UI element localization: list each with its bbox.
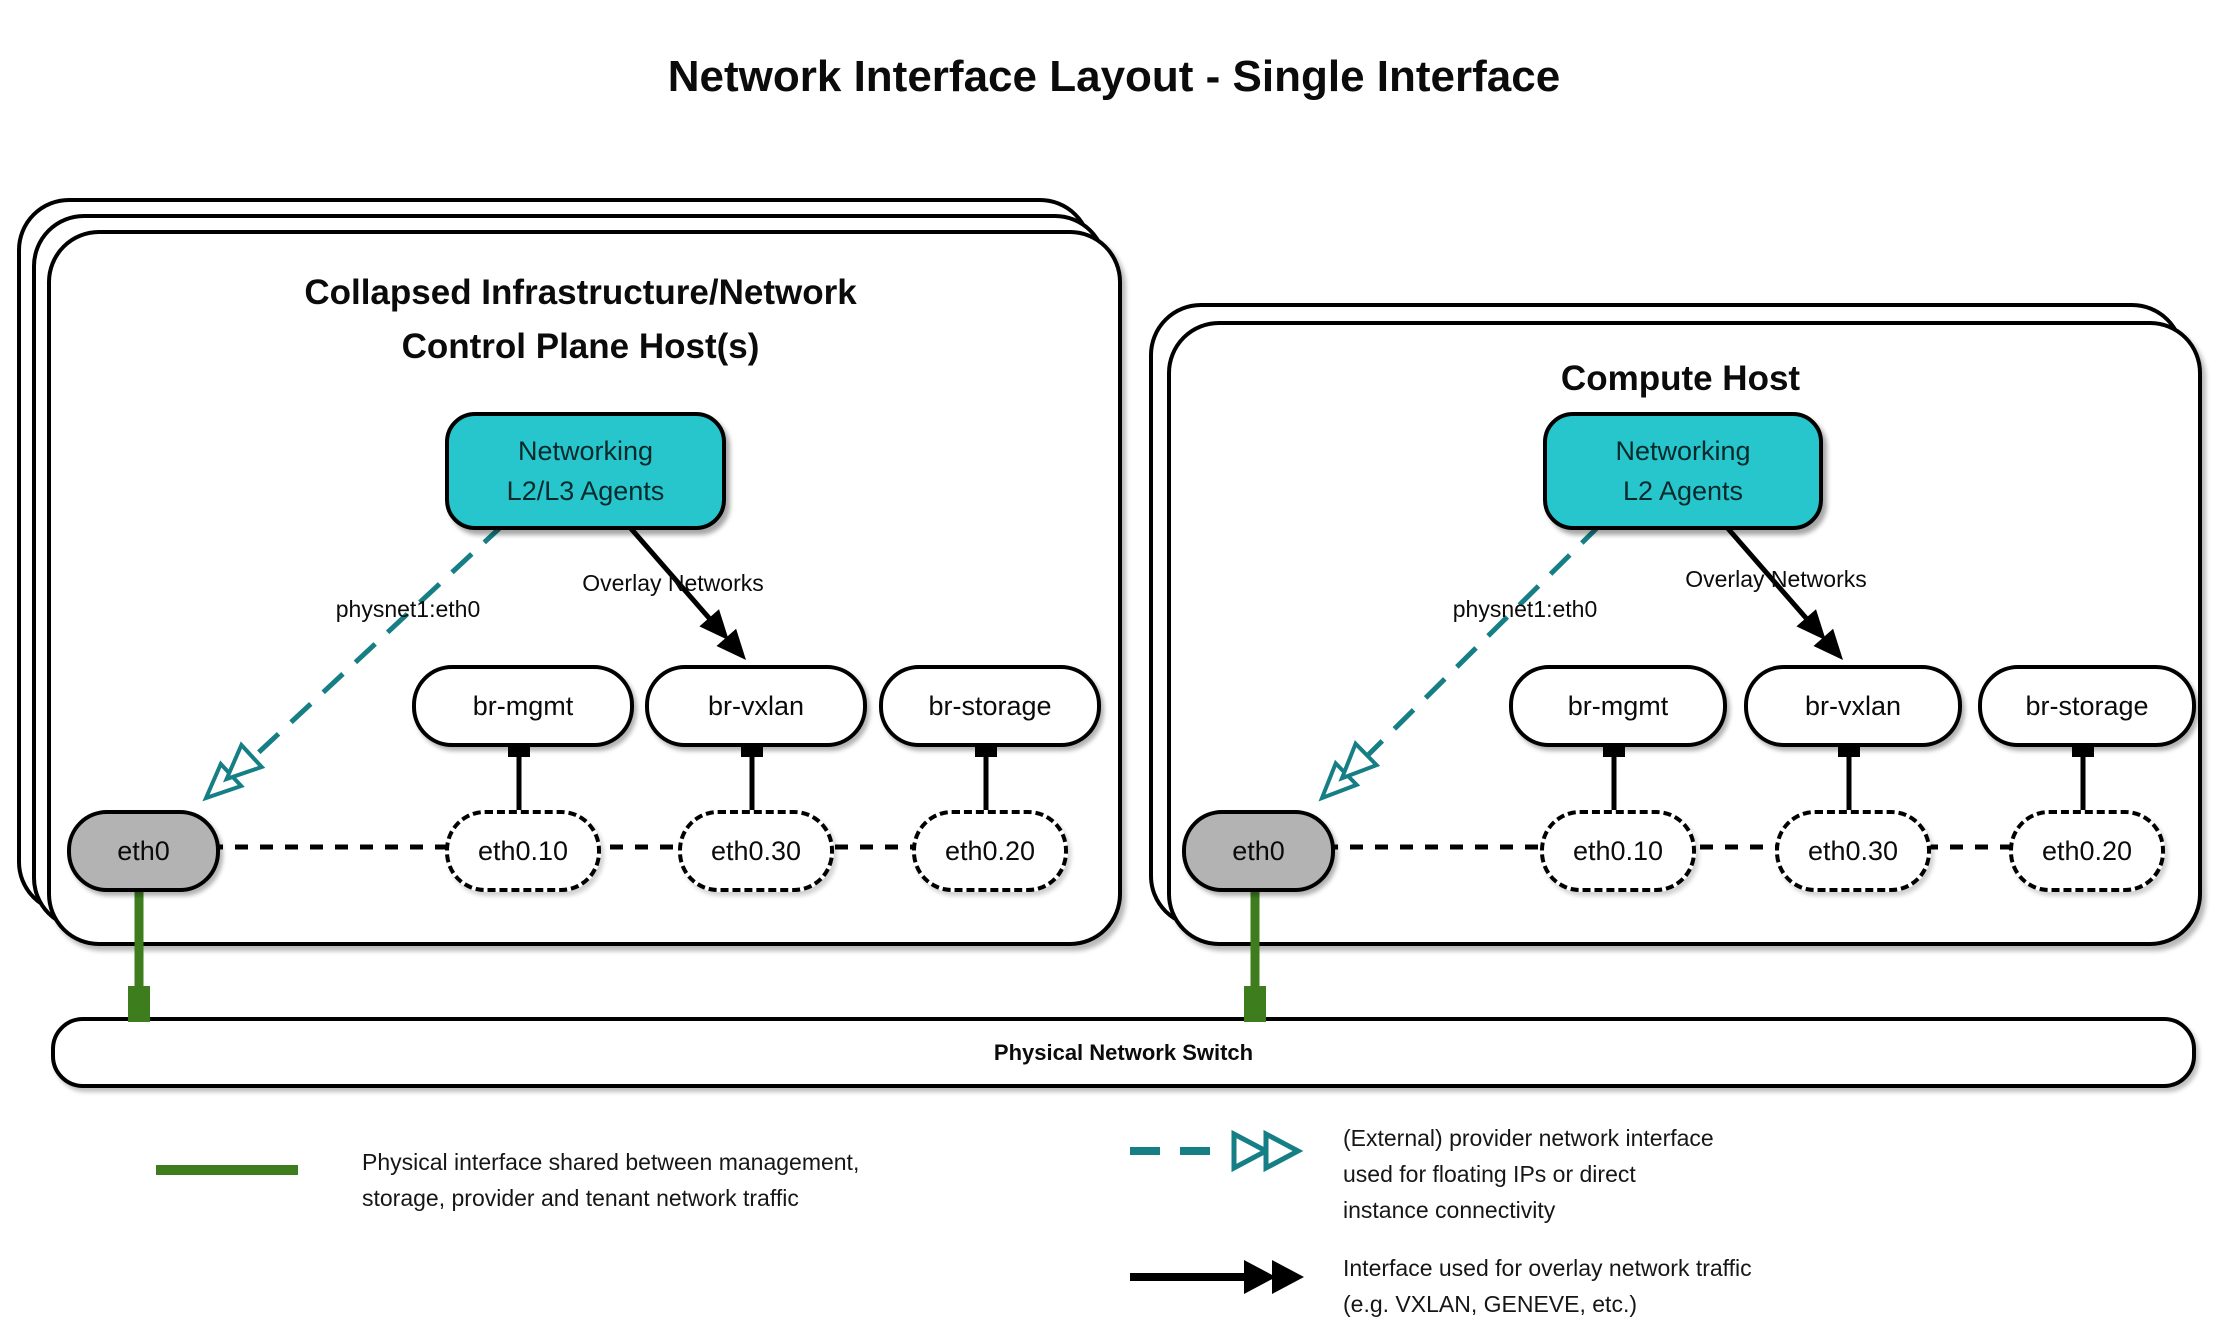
page-title: Network Interface Layout - Single Interf… <box>667 52 1561 101</box>
left-physical-interface-eth0: eth0 <box>67 810 220 892</box>
right-bridge-br-storage: br-storage <box>1978 665 2196 747</box>
left-subinterface-eth0-30: eth0.30 <box>678 810 834 892</box>
right-networking-agents-node: Networking L2 Agents <box>1543 412 1823 530</box>
left-bridge-br-mgmt: br-mgmt <box>412 665 634 747</box>
legend-provider-text-line1: (External) provider network interface <box>1343 1125 1714 1151</box>
legend-provider-arrow-swatch <box>1130 1129 1304 1173</box>
left-switch-port-plug <box>128 986 150 1022</box>
left-bridge-br-vxlan: br-vxlan <box>645 665 867 747</box>
control-plane-host-title-line2: Control Plane Host(s) <box>401 327 760 366</box>
control-plane-host-title-line1: Collapsed Infrastructure/Network <box>304 273 857 312</box>
right-overlay-network-arrow <box>1722 522 1843 660</box>
legend-overlay-text-line1: Interface used for overlay network traff… <box>1343 1255 1752 1281</box>
right-switch-port-plug <box>1244 986 1266 1022</box>
left-overlay-arrow-label: Overlay Networks <box>582 570 764 596</box>
left-agent-line1: Networking <box>517 436 654 466</box>
right-provider-arrow-label: physnet1:eth0 <box>1452 596 1598 622</box>
legend-provider-text: (External) provider network interface us… <box>1343 1120 1714 1228</box>
right-subinterface-eth0-10: eth0.10 <box>1540 810 1696 892</box>
right-subinterface-eth0-20: eth0.20 <box>2009 810 2165 892</box>
right-bridge-br-mgmt: br-mgmt <box>1509 665 1727 747</box>
right-provider-network-arrow <box>1318 522 1603 802</box>
left-overlay-network-arrow <box>625 522 746 660</box>
left-networking-agents-node: Networking L2/L3 Agents <box>445 412 726 530</box>
left-subinterface-eth0-10: eth0.10 <box>445 810 601 892</box>
right-physical-interface-eth0: eth0 <box>1182 810 1335 892</box>
legend-physical-text: Physical interface shared between manage… <box>362 1144 859 1216</box>
legend-overlay-text: Interface used for overlay network traff… <box>1343 1250 1752 1322</box>
left-agent-line2: L2/L3 Agents <box>506 476 665 506</box>
legend-physical-text-line1: Physical interface shared between manage… <box>362 1149 860 1175</box>
legend-physical-text-line2: storage, provider and tenant network tra… <box>362 1185 799 1211</box>
legend-provider-text-line2: used for floating IPs or direct <box>1343 1161 1636 1187</box>
right-overlay-arrow-label: Overlay Networks <box>1685 566 1867 592</box>
left-provider-arrow-label: physnet1:eth0 <box>335 596 481 622</box>
left-subinterface-eth0-20: eth0.20 <box>912 810 1068 892</box>
legend-overlay-arrow-swatch <box>1130 1260 1304 1294</box>
legend-provider-text-line3: instance connectivity <box>1343 1197 1556 1223</box>
compute-host-title: Compute Host <box>1560 359 1801 398</box>
right-subinterface-eth0-30: eth0.30 <box>1775 810 1931 892</box>
left-provider-network-arrow <box>202 522 506 802</box>
left-bridge-br-storage: br-storage <box>879 665 1101 747</box>
legend-overlay-text-line2: (e.g. VXLAN, GENEVE, etc.) <box>1343 1291 1637 1317</box>
control-plane-host-title: Collapsed Infrastructure/Network Control… <box>47 266 1114 374</box>
physical-network-switch: Physical Network Switch <box>51 1017 2196 1088</box>
right-agent-line2: L2 Agents <box>1622 476 1744 506</box>
right-agent-line1: Networking <box>1615 436 1751 466</box>
right-bridge-br-vxlan: br-vxlan <box>1744 665 1962 747</box>
